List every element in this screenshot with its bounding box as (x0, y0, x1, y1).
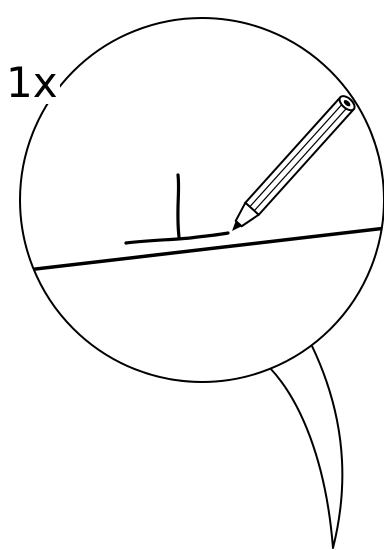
magnifier-circle (20, 18, 384, 382)
callout-tail (270, 346, 342, 548)
pencil-mark-vertical (178, 175, 179, 237)
quantity-label: 1x (4, 62, 60, 104)
